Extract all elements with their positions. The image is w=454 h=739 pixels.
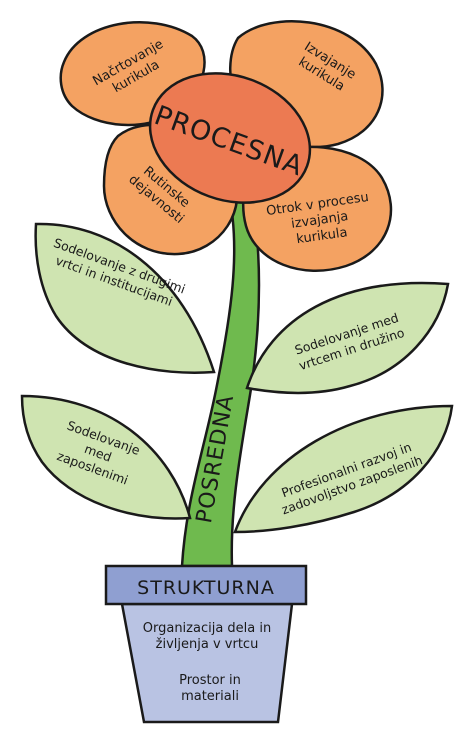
leaf-bottom-left [20,394,192,520]
leaf-bottom-right [233,404,454,534]
pot-item-space-line1: Prostor in [179,673,241,688]
leaf-top-left [34,222,216,374]
pot-item-space-line2: materiali [181,689,239,704]
pot-item-organization-line2: življenja v vrtcu [156,637,259,652]
flower-center [148,72,312,204]
petal-label-line: kurikula [296,225,349,247]
pot-label: STRUKTURNA [137,577,275,599]
pot-item-organization-line1: Organizacija dela in [143,621,272,636]
pot-rim [104,564,308,606]
leaf-top-right [245,281,450,395]
